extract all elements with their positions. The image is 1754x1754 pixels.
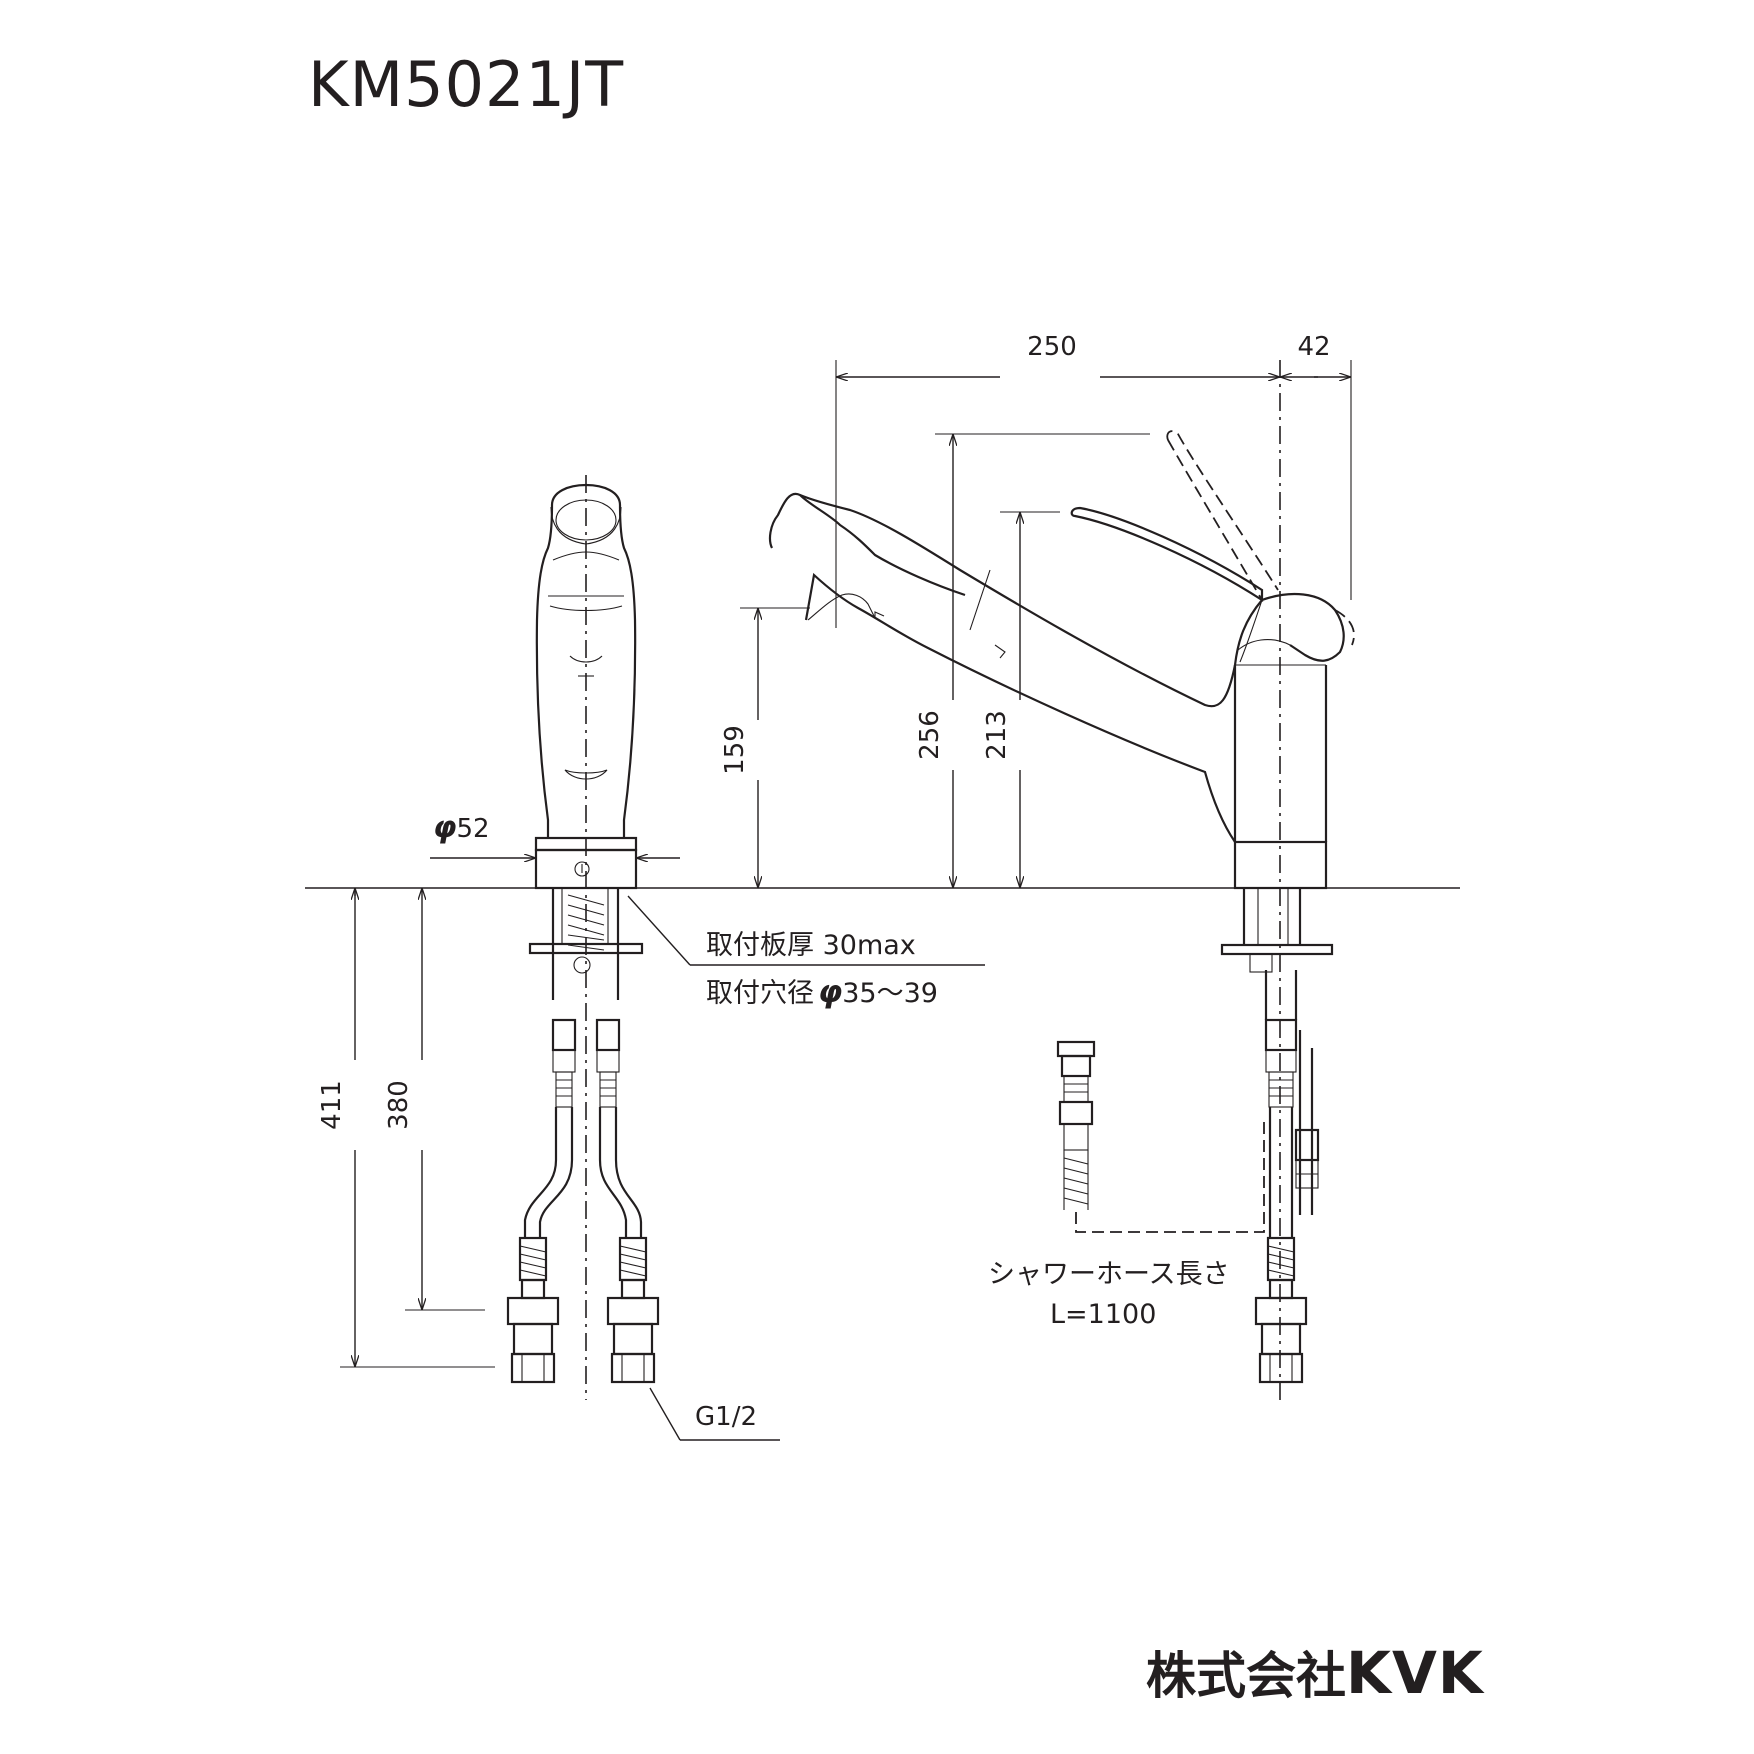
hole-phi-symbol: φ [818,974,842,1010]
faucet-front-view [506,475,660,1400]
total-length-dimension: 411 [317,888,495,1368]
total-length-value: 411 [317,1080,347,1130]
base-diameter-value: 52 [456,814,489,844]
brand-logo: KVK [1346,1639,1484,1707]
base-diameter-dimension: φ52 [430,810,680,858]
svg-text:φ52: φ52 [433,810,490,845]
spout-reach-value: 250 [1027,332,1077,362]
hose-length-dimension: 380 [384,888,485,1311]
hose-length-value: 380 [384,1080,414,1130]
connection-note: G1/2 [649,1387,780,1441]
hole-diameter-value: 35〜39 [842,978,938,1009]
company-brand: 株式会社KVK [1146,1636,1484,1708]
model-title: KM5021JT [308,48,625,121]
plate-thickness-note: 取付板厚 30max [706,930,916,961]
shower-hose-label: シャワーホース長さ [988,1259,1230,1290]
handle-offset-dimension: 42 [1280,332,1351,377]
phi-symbol: φ [433,810,456,845]
handle-height-value: 256 [915,710,945,760]
hole-diameter-label: 取付穴径 [706,978,814,1009]
lever-height-value: 213 [982,710,1012,760]
faucet-side-view [768,360,1355,1400]
spout-reach-dimension: 250 [835,332,1352,628]
lever-height-dimension: 213 [982,511,1060,888]
handle-height-dimension: 256 [915,433,1150,888]
spout-height-dimension: 159 [720,607,810,888]
spout-height-value: 159 [720,725,750,775]
company-name: 株式会社 [1146,1647,1346,1705]
shower-hose-connector: シャワーホース長さ L=1100 [988,1040,1265,1330]
shower-hose-length: L=1100 [1050,1299,1156,1330]
connection-label: G1/2 [695,1402,757,1432]
handle-offset-value: 42 [1297,332,1330,362]
